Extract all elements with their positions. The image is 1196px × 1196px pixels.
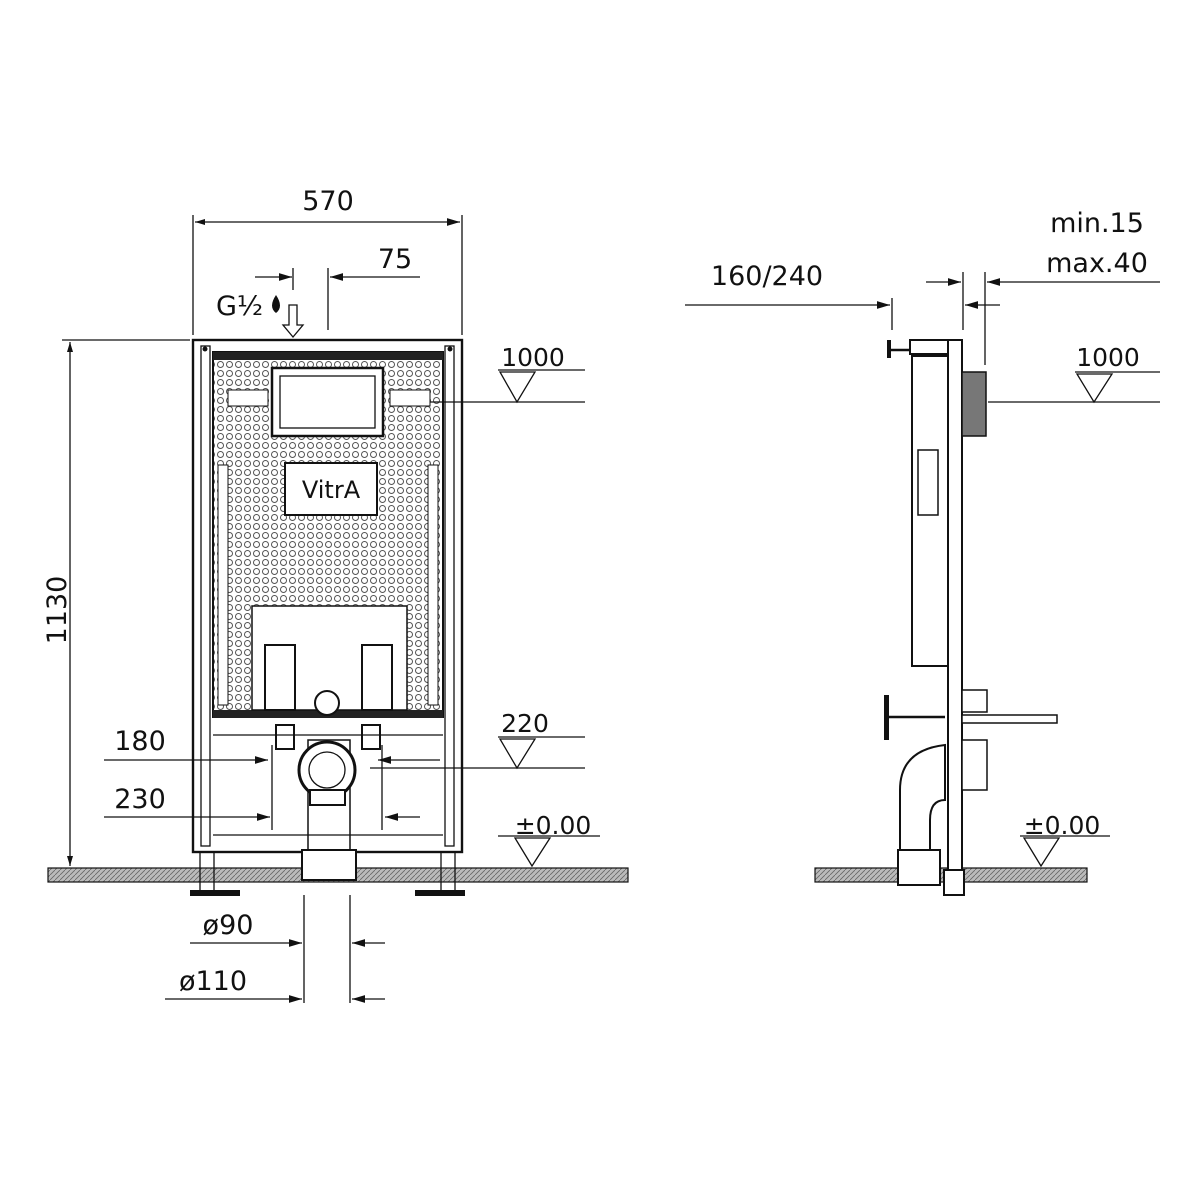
flush-height-level: 1000	[501, 343, 565, 372]
side-view: 160/240 min.15 max.40 1000 ±0.00	[685, 208, 1160, 896]
floor-level-side: ±0.00	[1024, 811, 1101, 840]
spacing-230-dimension: 230	[114, 784, 166, 815]
min-dimension: min.15	[1050, 208, 1144, 239]
spacing-180-dimension: 180	[114, 726, 166, 757]
inlet-arrow-icon	[281, 304, 305, 339]
water-drop-icon	[272, 295, 280, 313]
flush-plate-side	[961, 371, 987, 437]
max-dimension: max.40	[1046, 248, 1148, 279]
outlet-height-level: 220	[501, 709, 549, 738]
flush-height-level-side: 1000	[1076, 343, 1140, 372]
width-dimension: 570	[302, 186, 354, 217]
front-view: VitrA 570 75 G½	[42, 186, 629, 1003]
water-inlet-label: G½	[216, 291, 263, 322]
height-dimension: 1130	[42, 576, 73, 645]
flush-opening	[270, 366, 385, 438]
offset-dimension: 75	[378, 244, 412, 275]
vitra-logo: VitrA	[302, 476, 361, 504]
pipe-90-dimension: ø90	[203, 910, 254, 941]
pipe-110-dimension: ø110	[179, 966, 247, 997]
depth-dimension: 160/240	[711, 261, 823, 292]
floor-level-front: ±0.00	[515, 811, 592, 840]
